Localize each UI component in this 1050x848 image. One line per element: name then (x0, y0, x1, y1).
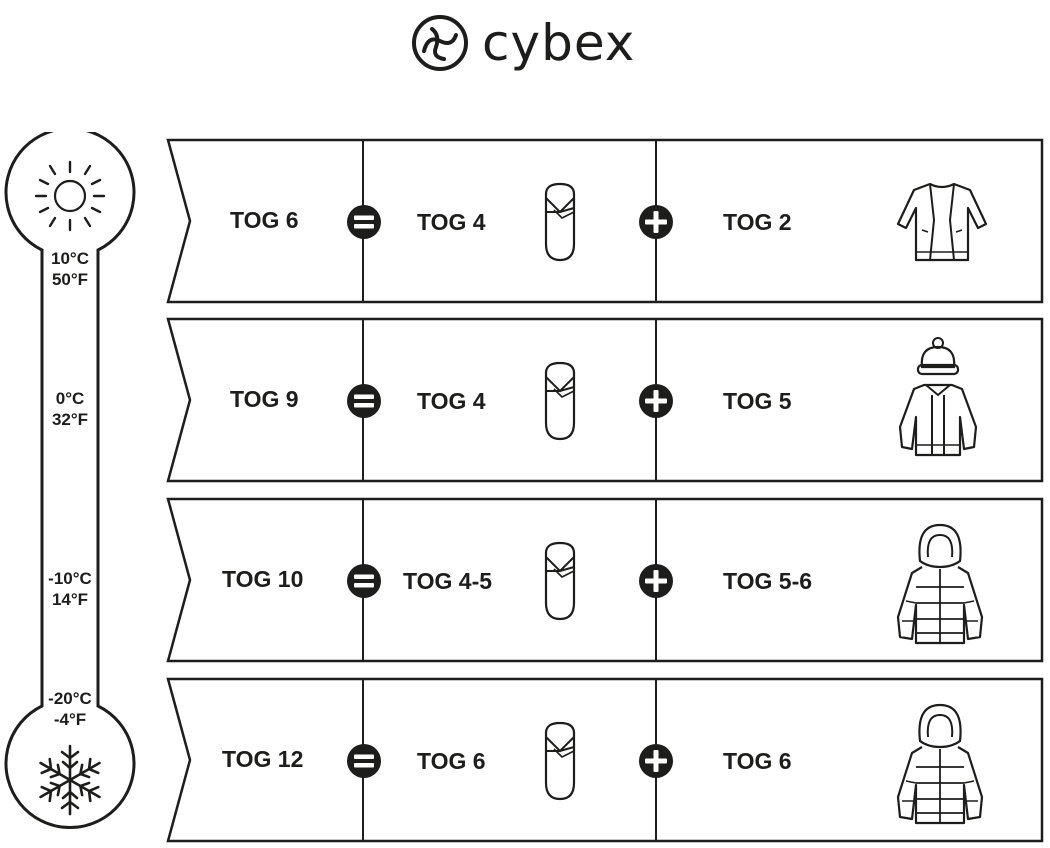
cybex-logo: cybex (410, 8, 635, 78)
total-tog: TOG 12 (222, 746, 304, 772)
temp-label-4: -20°C -4°F (0, 688, 140, 730)
temp-label-3: -10°C 14°F (0, 568, 140, 610)
celsius-value: 0°C (55, 389, 85, 408)
total-tog: TOG 10 (222, 566, 304, 592)
plus-icon (638, 204, 674, 240)
celsius-value: -10°C (48, 569, 92, 588)
celsius-value: -20°C (48, 689, 92, 708)
snowflake-icon (35, 744, 105, 816)
clothing-tog: TOG 6 (723, 748, 792, 774)
hooded-parka-icon (892, 701, 988, 825)
equals-icon (346, 563, 382, 599)
footmuff-tog: TOG 4 (417, 388, 486, 414)
footmuff-icon (540, 721, 580, 801)
tog-row-1: TOG 6 TOG 4 TOG 2 (166, 138, 1044, 304)
clothing-tog: TOG 5 (723, 388, 792, 414)
thermometer: 10°C 50°F 0°C 32°F -10°C 14°F -20°C -4°F (0, 132, 140, 848)
equals-icon (346, 743, 382, 779)
footmuff-icon (540, 541, 580, 621)
tog-row-4: TOG 12 TOG 6 TOG 6 (166, 677, 1044, 843)
plus-icon (638, 563, 674, 599)
tog-row-3: TOG 10 TOG 4-5 TOG 5-6 (166, 497, 1044, 663)
footmuff-tog: TOG 4 (417, 209, 486, 235)
footmuff-tog: TOG 6 (417, 748, 486, 774)
fahrenheit-value: 50°F (51, 270, 89, 289)
footmuff-icon (540, 182, 580, 262)
footmuff-icon (540, 361, 580, 441)
total-tog: TOG 6 (230, 207, 299, 233)
fahrenheit-value: 14°F (51, 590, 89, 609)
equals-icon (346, 383, 382, 419)
clothing-tog: TOG 2 (723, 209, 792, 235)
fahrenheit-value: -4°F (53, 710, 87, 729)
sun-icon (34, 160, 106, 232)
temp-label-1: 10°C 50°F (0, 248, 140, 290)
footmuff-tog: TOG 4-5 (403, 568, 493, 594)
total-tog: TOG 9 (230, 386, 299, 412)
hooded-parka-icon (892, 521, 988, 645)
cybex-ring-logo-icon (412, 15, 468, 71)
jacket-with-hat-icon (890, 337, 986, 461)
tog-row-2: TOG 9 TOG 4 TOG 5 (166, 317, 1044, 483)
cardigan-icon (894, 180, 990, 264)
celsius-value: 10°C (51, 249, 89, 268)
brand-name: cybex (482, 14, 636, 72)
equals-icon (346, 204, 382, 240)
fahrenheit-value: 32°F (51, 410, 89, 429)
temp-label-2: 0°C 32°F (0, 388, 140, 430)
plus-icon (638, 383, 674, 419)
clothing-tog: TOG 5-6 (723, 568, 813, 594)
plus-icon (638, 743, 674, 779)
